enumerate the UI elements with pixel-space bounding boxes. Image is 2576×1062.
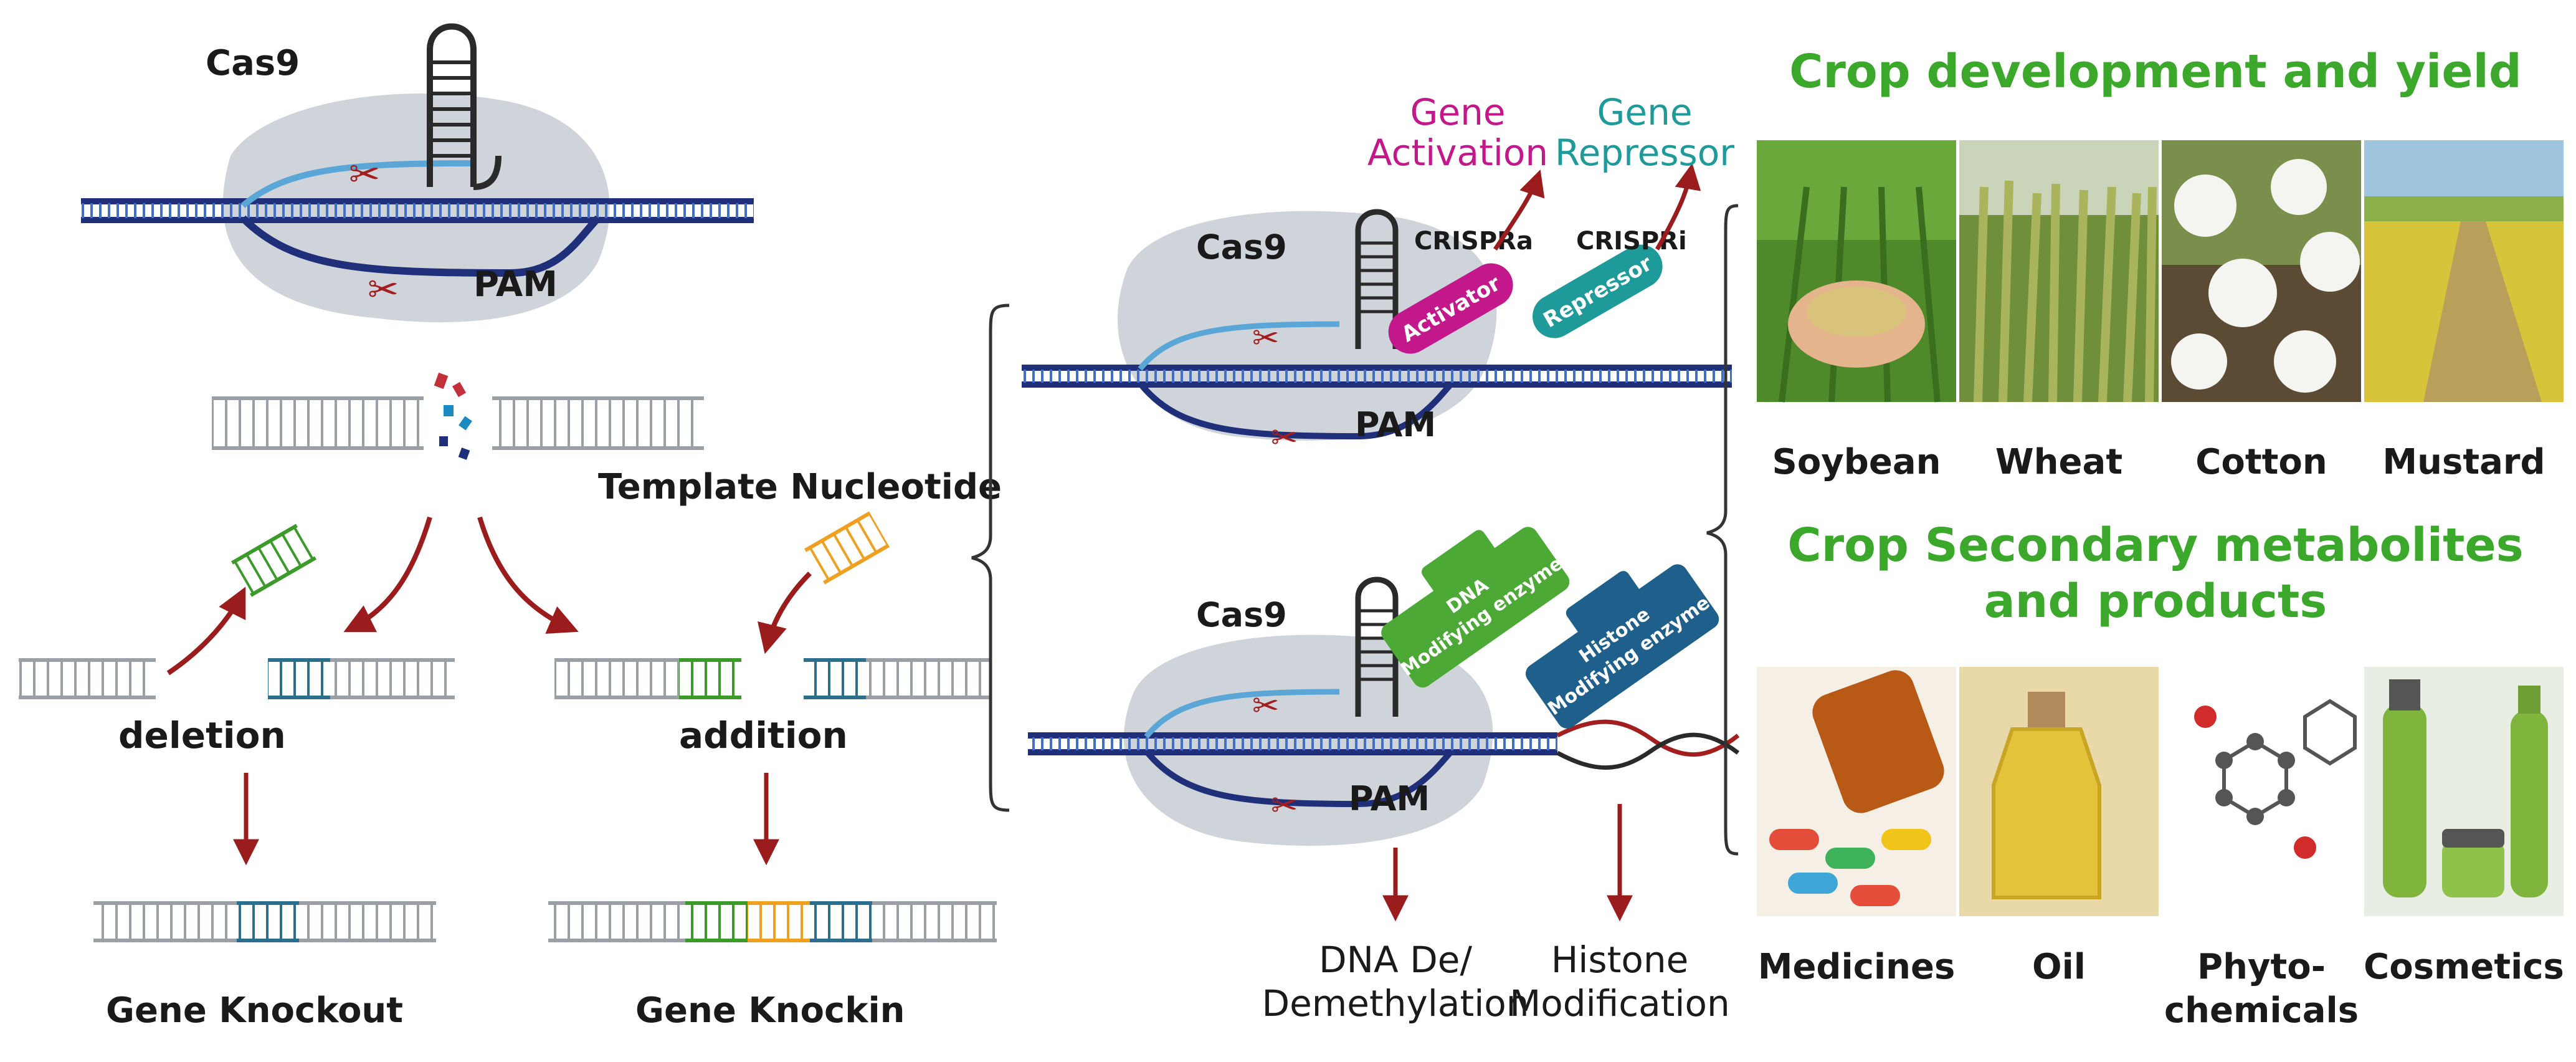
crop-label-mustard: Mustard xyxy=(2382,442,2545,482)
scissors-icon: ✂ xyxy=(1271,419,1298,457)
photo-soybean xyxy=(1757,140,1956,403)
product-label-medicines: Medicines xyxy=(1758,947,1956,987)
photo-medicines xyxy=(1757,667,1956,916)
sgrna-hairpin xyxy=(1355,209,1399,349)
photo-cotton xyxy=(2162,140,2361,402)
heading-secondary-metabolites-line2: and products xyxy=(1984,575,2327,628)
gene-repressor-line2: Repressor xyxy=(1555,132,1734,174)
dna-rungs xyxy=(81,203,754,218)
cas9-label: Cas9 xyxy=(206,43,300,84)
gene-knockin-label: Gene Knockin xyxy=(635,990,905,1031)
middle-panel-bottom: ✂ ✂ Cas9 PAM DNA Modifying enzyme Histon… xyxy=(1028,527,1740,1025)
excised-fragment xyxy=(231,524,316,597)
cas9-label: Cas9 xyxy=(1196,595,1287,634)
scissors-icon: ✂ xyxy=(349,153,380,196)
gene-activation-line1: Gene xyxy=(1410,91,1505,133)
scissors-icon: ✂ xyxy=(1271,787,1298,825)
crop-label-cotton: Cotton xyxy=(2195,442,2327,482)
sgrna-hairpin xyxy=(427,23,477,187)
photo-oil xyxy=(1959,667,2159,916)
histone-outcome-line2: Modification xyxy=(1509,982,1730,1025)
pam-label: PAM xyxy=(1355,405,1436,444)
nucleotide-fragments xyxy=(434,372,472,460)
photo-wheat xyxy=(1959,140,2159,403)
histone-outcome-line1: Histone xyxy=(1551,939,1689,981)
middle-panel-top: ✂ ✂ Cas9 PAM Activator Repressor CRISPRa… xyxy=(1022,91,1734,457)
scissors-icon: ✂ xyxy=(1252,320,1280,357)
bracket-left xyxy=(971,304,1010,812)
scissors-icon: ✂ xyxy=(1252,687,1280,725)
crispri-label: CRISPRi xyxy=(1576,227,1687,256)
broken-dna-right xyxy=(492,399,704,449)
dna-helix xyxy=(1556,719,1740,757)
arrow-to-deletion xyxy=(343,516,432,633)
dna-outcome-line1: DNA De/ xyxy=(1319,939,1473,981)
crispra-label: CRISPRa xyxy=(1414,227,1533,256)
product-label-phytochemicals-line2: chemicals xyxy=(2164,990,2359,1031)
scissors-icon: ✂ xyxy=(368,268,399,312)
gene-repressor-line1: Gene xyxy=(1597,91,1692,133)
product-label-oil: Oil xyxy=(2032,947,2086,987)
dna-bottom-strand xyxy=(81,217,754,223)
photo-phytochemicals xyxy=(2162,667,2361,916)
heading-secondary-metabolites-line1: Crop Secondary metabolites xyxy=(1787,519,2523,572)
gene-knockout-label: Gene Knockout xyxy=(106,990,403,1031)
heading-crop-development: Crop development and yield xyxy=(1789,45,2522,98)
arrow-to-addition xyxy=(477,516,579,634)
arrow-excision xyxy=(166,586,246,676)
template-fragment xyxy=(804,511,890,585)
crop-label-soybean: Soybean xyxy=(1772,442,1941,482)
left-panel: ✂ ✂ Cas9 PAM Template Nucleotide xyxy=(19,23,1002,1031)
cas9-label: Cas9 xyxy=(1196,227,1287,267)
sgrna-hairpin xyxy=(1355,576,1399,717)
arrow-crispra xyxy=(1493,170,1545,251)
pam-label: PAM xyxy=(1349,779,1430,818)
gene-activation-line2: Activation xyxy=(1367,132,1548,174)
broken-dna-left xyxy=(212,399,424,449)
addition-label: addition xyxy=(679,714,848,757)
arrow-crispri xyxy=(1655,163,1701,251)
product-label-phytochemicals: Phyto- xyxy=(2197,947,2326,987)
product-label-cosmetics: Cosmetics xyxy=(2364,947,2564,987)
crop-label-wheat: Wheat xyxy=(1995,442,2122,482)
template-nucleotide-label: Template Nucleotide xyxy=(598,467,1002,507)
dna-outcome-line2: Demethylation xyxy=(1262,982,1529,1025)
photo-cosmetics xyxy=(2364,667,2564,916)
cas9-complex-left: ✂ ✂ Cas9 PAM xyxy=(81,23,754,323)
arrow-template-insert xyxy=(758,572,812,654)
deletion-label: deletion xyxy=(118,714,286,757)
right-panel: Crop development and yield xyxy=(1757,45,2564,1031)
bracket-right xyxy=(1706,204,1739,856)
dna-top-strand xyxy=(81,198,754,204)
photo-mustard xyxy=(2364,140,2564,402)
pam-label: PAM xyxy=(473,264,558,305)
